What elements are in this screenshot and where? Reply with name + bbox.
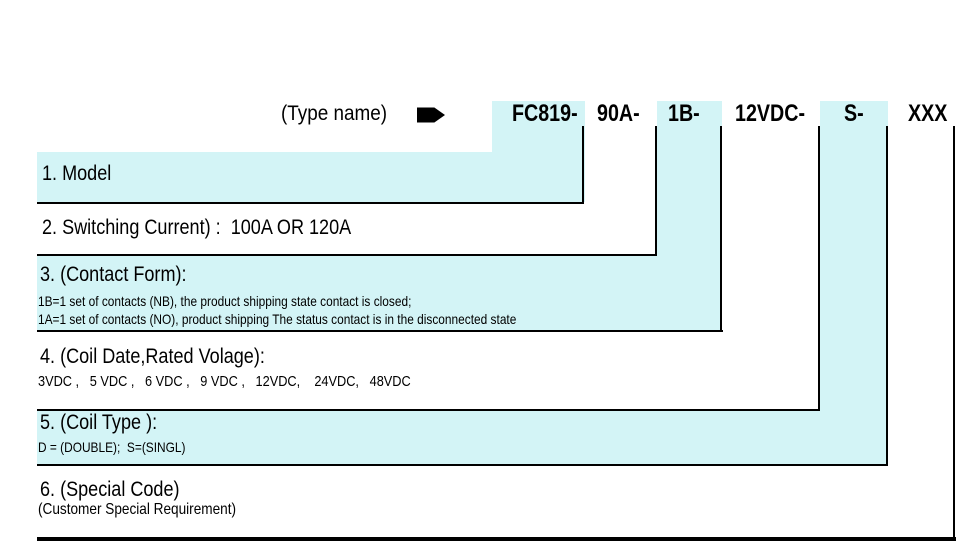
leader-line-contact <box>720 126 722 332</box>
highlight-box-model-row <box>37 152 585 202</box>
row-detail-contact-1a: 1A=1 set of contacts (NO), product shipp… <box>38 311 517 327</box>
code-segment-current: 90A- <box>597 100 640 127</box>
row-title-special: 6. (Special Code) <box>40 478 180 501</box>
row-title-current: 2. Switching Current) : 100A OR 120A <box>42 216 352 239</box>
row-detail-contact-1b: 1B=1 set of contacts (NB), the product s… <box>38 293 412 309</box>
row-title-contact: 3. (Contact Form): <box>40 263 187 286</box>
row-detail-coiltype-list: D = (DOUBLE); S=(SINGL) <box>38 439 186 455</box>
row3-underline <box>37 330 723 332</box>
leader-line-model <box>582 126 584 204</box>
row-title-model: 1. Model <box>42 162 112 185</box>
leader-line-voltage <box>818 126 820 411</box>
row-detail-special-note: (Customer Special Requirement) <box>38 501 237 518</box>
leader-line-coiltype <box>886 126 888 466</box>
code-segment-contact: 1B- <box>668 100 700 127</box>
row5-underline <box>37 464 888 466</box>
code-segment-coiltype: S- <box>844 100 864 127</box>
highlight-box-contact-row <box>37 256 722 330</box>
leader-line-current <box>655 126 657 256</box>
row-detail-voltage-list: 3VDC , 5 VDC , 6 VDC , 9 VDC , 12VDC, 24… <box>38 373 411 390</box>
row-title-voltage: 4. (Coil Date,Rated Volage): <box>40 345 265 368</box>
code-segment-model: FC819- <box>512 100 578 127</box>
code-segment-special: XXX <box>908 100 948 127</box>
type-name-label: (Type name) <box>281 102 388 125</box>
row4-underline <box>37 409 820 411</box>
row6-underline <box>37 537 956 541</box>
right-pointing-tag-icon <box>417 107 445 123</box>
highlight-box-coiltype-row <box>37 411 888 464</box>
row-title-coiltype: 5. (Coil Type ): <box>40 411 158 434</box>
code-segment-voltage: 12VDC- <box>735 100 805 127</box>
row1-underline <box>37 202 584 204</box>
leader-line-special <box>953 126 955 539</box>
row2-underline <box>37 254 657 256</box>
highlight-cell-coiltype-code <box>820 101 888 464</box>
